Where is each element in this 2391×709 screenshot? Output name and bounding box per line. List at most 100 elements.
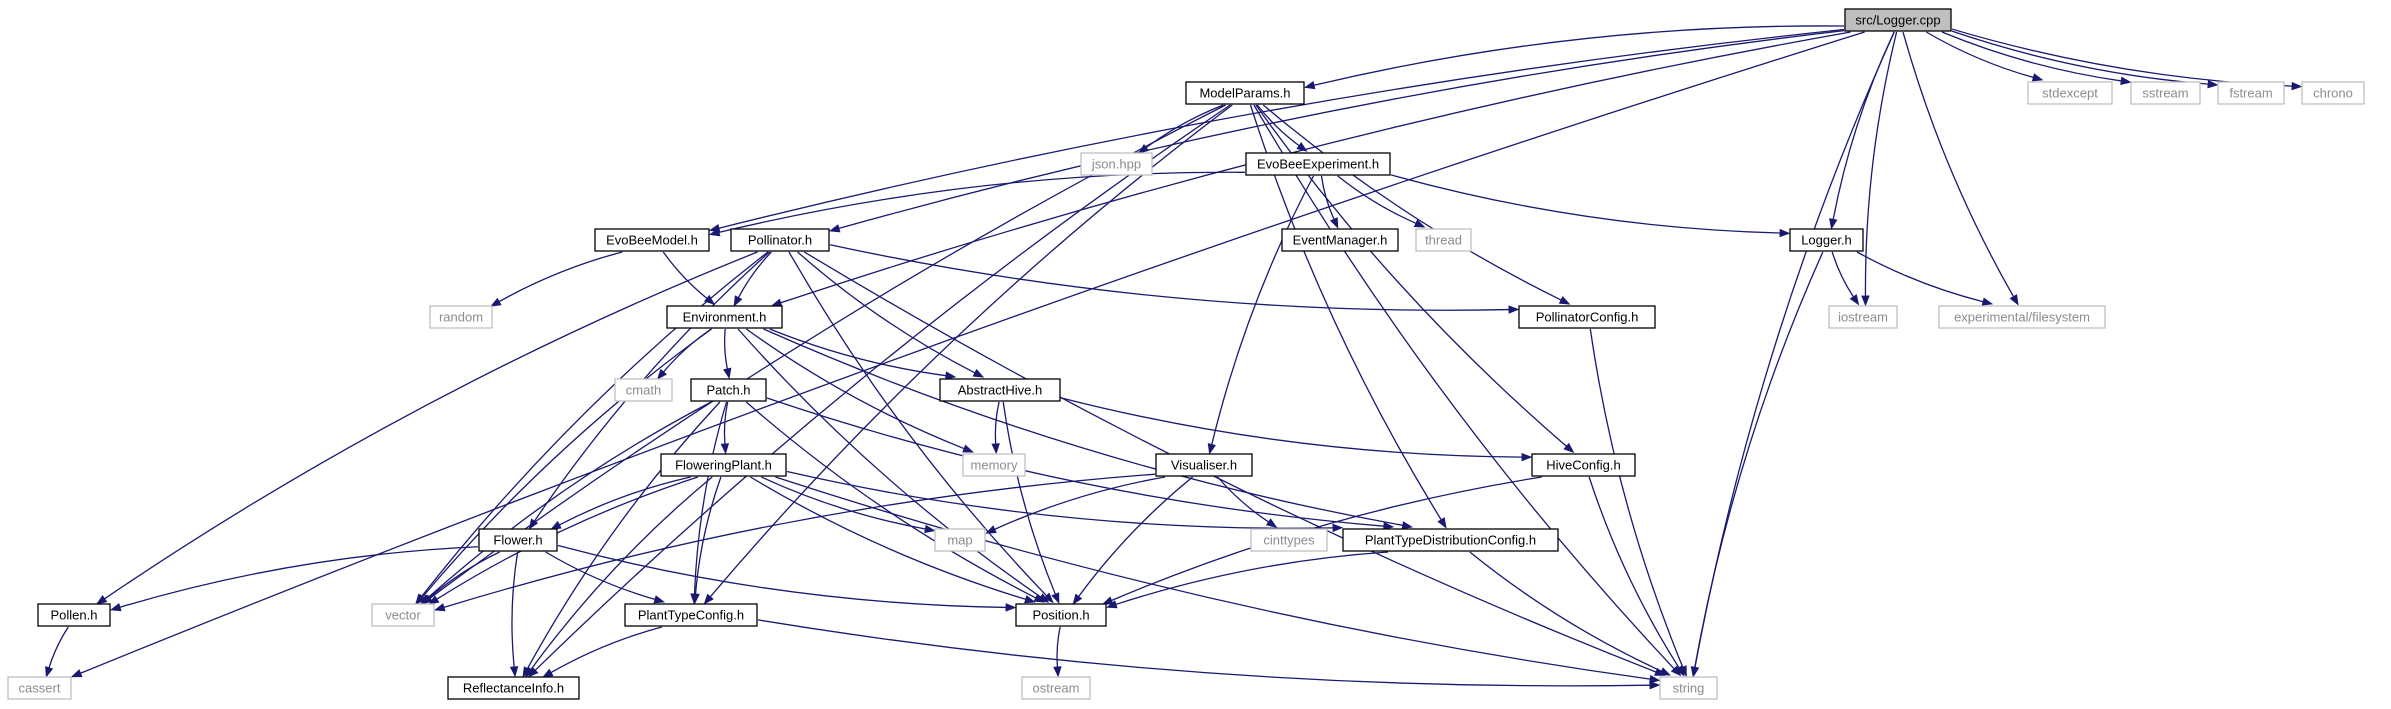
node-patch_h[interactable]: Patch.h (690, 378, 767, 402)
node-pollinatorconfig_h[interactable]: PollinatorConfig.h (1518, 305, 1656, 329)
node-hiveconfig_h[interactable]: HiveConfig.h (1531, 453, 1636, 477)
node-label-environment_h: Environment.h (683, 310, 767, 325)
node-logger_cpp[interactable]: src/Logger.cpp (1844, 8, 1952, 32)
node-iostream: iostream (1828, 305, 1898, 329)
node-box-flower_h (478, 528, 558, 552)
edge-patch_h-to-reflectanceinfo_h (526, 401, 721, 670)
node-box-eventmanager_h (1281, 228, 1399, 252)
node-floweringplant_h[interactable]: FloweringPlant.h (660, 453, 787, 477)
edge-planttypedistributionconfig_h-to-position_h (1115, 551, 1389, 606)
edge-logger_h-to-experimental_filesystem (1856, 251, 1984, 303)
node-planttypeconfig_h[interactable]: PlantTypeConfig.h (624, 603, 758, 627)
node-box-iostream (1828, 305, 1898, 329)
edge-evobeeexperiment_h-to-logger_h (1390, 174, 1781, 234)
node-box-position_h (1015, 603, 1107, 627)
edge-logger_cpp-to-evobeemodel_h (718, 28, 1845, 229)
edge-environment_h-to-memory (745, 328, 965, 450)
node-label-evobeeexperiment_h: EvoBeeExperiment.h (1257, 157, 1379, 172)
node-label-thread: thread (1425, 233, 1462, 248)
node-modelparams_h[interactable]: ModelParams.h (1185, 81, 1305, 105)
node-label-json_hpp: json.hpp (1091, 157, 1141, 172)
arrowhead-position_h-to-ostream (1053, 666, 1062, 678)
node-label-patch_h: Patch.h (706, 383, 750, 398)
edge-modelparams_h-to-reflectanceinfo_h (534, 104, 1231, 671)
edge-position_h-to-ostream (1056, 626, 1061, 668)
edge-evobeeexperiment_h-to-evobeemodel_h (718, 171, 1246, 233)
arrowhead-logger_cpp-to-cassert (70, 669, 83, 678)
node-position_h[interactable]: Position.h (1015, 603, 1107, 627)
arrowhead-visualiser_h-to-position_h (1072, 593, 1083, 605)
node-box-logger_cpp (1844, 8, 1952, 32)
node-flower_h[interactable]: Flower.h (478, 528, 558, 552)
arrowhead-pollinator_h-to-position_h (1043, 592, 1054, 604)
arrowhead-logger_h-to-iostream (1849, 294, 1860, 306)
edge-floweringplant_h-to-string (775, 476, 1651, 680)
arrowhead-logger_cpp-to-environment_h (770, 298, 783, 307)
arrowhead-pollinator_h-to-pollen_h (95, 594, 108, 605)
edge-planttypedistributionconfig_h-to-string (1469, 551, 1662, 672)
node-label-cassert: cassert (19, 681, 61, 696)
arrowhead-evobeemodel_h-to-random (490, 297, 502, 307)
node-box-string (1659, 676, 1718, 700)
node-label-iostream: iostream (1838, 310, 1888, 325)
edge-floweringplant_h-to-reflectanceinfo_h (530, 476, 713, 670)
arrowhead-visualiser_h-to-cinttypes (1265, 518, 1278, 528)
edge-abstracthive_h-to-memory (994, 401, 1000, 445)
arrowhead-logger_cpp-to-stdexcept (2031, 73, 2044, 82)
edge-patch_h-to-floweringplant_h (723, 401, 729, 445)
arrowhead-logger_cpp-to-experimental_filesystem (2009, 294, 2019, 306)
node-pollinator_h[interactable]: Pollinator.h (730, 228, 830, 252)
node-visualiser_h[interactable]: Visualiser.h (1155, 453, 1253, 477)
node-environment_h[interactable]: Environment.h (666, 305, 783, 329)
node-logger_h[interactable]: Logger.h (1789, 228, 1864, 252)
arrowhead-pollinator_h-to-flower_h (528, 518, 539, 530)
edge-logger_cpp-to-logger_h (1832, 31, 1895, 220)
arrowhead-flower_h-to-reflectanceinfo_h (509, 666, 519, 678)
node-box-evobeeexperiment_h (1245, 152, 1391, 176)
node-evobeemodel_h[interactable]: EvoBeeModel.h (594, 228, 710, 252)
node-planttypedistributionconfig_h[interactable]: PlantTypeDistributionConfig.h (1342, 528, 1559, 552)
node-box-stdexcept (2027, 81, 2113, 105)
edge-logger_cpp-to-stdexcept (1925, 31, 2034, 79)
edge-evobeeexperiment_h-to-thread (1337, 175, 1417, 224)
node-map: map (934, 528, 986, 552)
arrowhead-evobeeexperiment_h-to-visualiser_h (1207, 443, 1216, 455)
edge-floweringplant_h-to-flower_h (559, 476, 691, 526)
node-box-cmath (614, 378, 673, 402)
edge-pollinator_h-to-environment_h (737, 251, 772, 299)
edge-abstracthive_h-to-position_h (1002, 401, 1056, 595)
node-memory: memory (962, 453, 1026, 477)
node-box-fstream (2217, 81, 2285, 105)
edge-modelparams_h-to-evobeeexperiment_h (1256, 104, 1300, 147)
edge-evobeemodel_h-to-random (498, 251, 623, 303)
node-label-string: string (1673, 681, 1705, 696)
arrowhead-modelparams_h-to-planttypedistributionconfig_h (1437, 517, 1447, 529)
edge-hiveconfig_h-to-position_h (1111, 476, 1542, 602)
node-box-visualiser_h (1155, 453, 1253, 477)
edge-planttypeconfig_h-to-string (757, 619, 1651, 687)
node-eventmanager_h[interactable]: EventManager.h (1281, 228, 1399, 252)
node-evobeeexperiment_h[interactable]: EvoBeeExperiment.h (1245, 152, 1391, 176)
edge-environment_h-to-vector (422, 328, 712, 598)
arrowhead-environment_h-to-memory (962, 444, 974, 453)
edge-environment_h-to-position_h (737, 328, 1042, 598)
node-abstracthive_h[interactable]: AbstractHive.h (939, 378, 1061, 402)
arrowhead-environment_h-to-patch_h (723, 367, 732, 380)
node-label-planttypedistributionconfig_h: PlantTypeDistributionConfig.h (1365, 533, 1536, 548)
arrowhead-logger_h-to-string (1690, 666, 1700, 678)
edge-environment_h-to-patch_h (723, 328, 728, 370)
node-pollen_h[interactable]: Pollen.h (37, 603, 111, 627)
node-label-pollen_h: Pollen.h (51, 608, 98, 623)
arrowhead-environment_h-to-cmath (656, 368, 668, 380)
arrowhead-floweringplant_h-to-map (924, 524, 936, 534)
node-reflectanceinfo_h[interactable]: ReflectanceInfo.h (447, 676, 580, 700)
node-label-chrono: chrono (2313, 86, 2353, 101)
edge-patch_h-to-planttypeconfig_h (693, 401, 728, 595)
node-label-position_h: Position.h (1032, 608, 1089, 623)
arrowhead-logger_cpp-to-sstream (2120, 76, 2132, 86)
edge-evobeeexperiment_h-to-visualiser_h (1211, 175, 1315, 445)
arrowhead-logger_h-to-experimental_filesystem (1981, 297, 1994, 306)
edge-planttypeconfig_h-to-reflectanceinfo_h (550, 626, 662, 674)
